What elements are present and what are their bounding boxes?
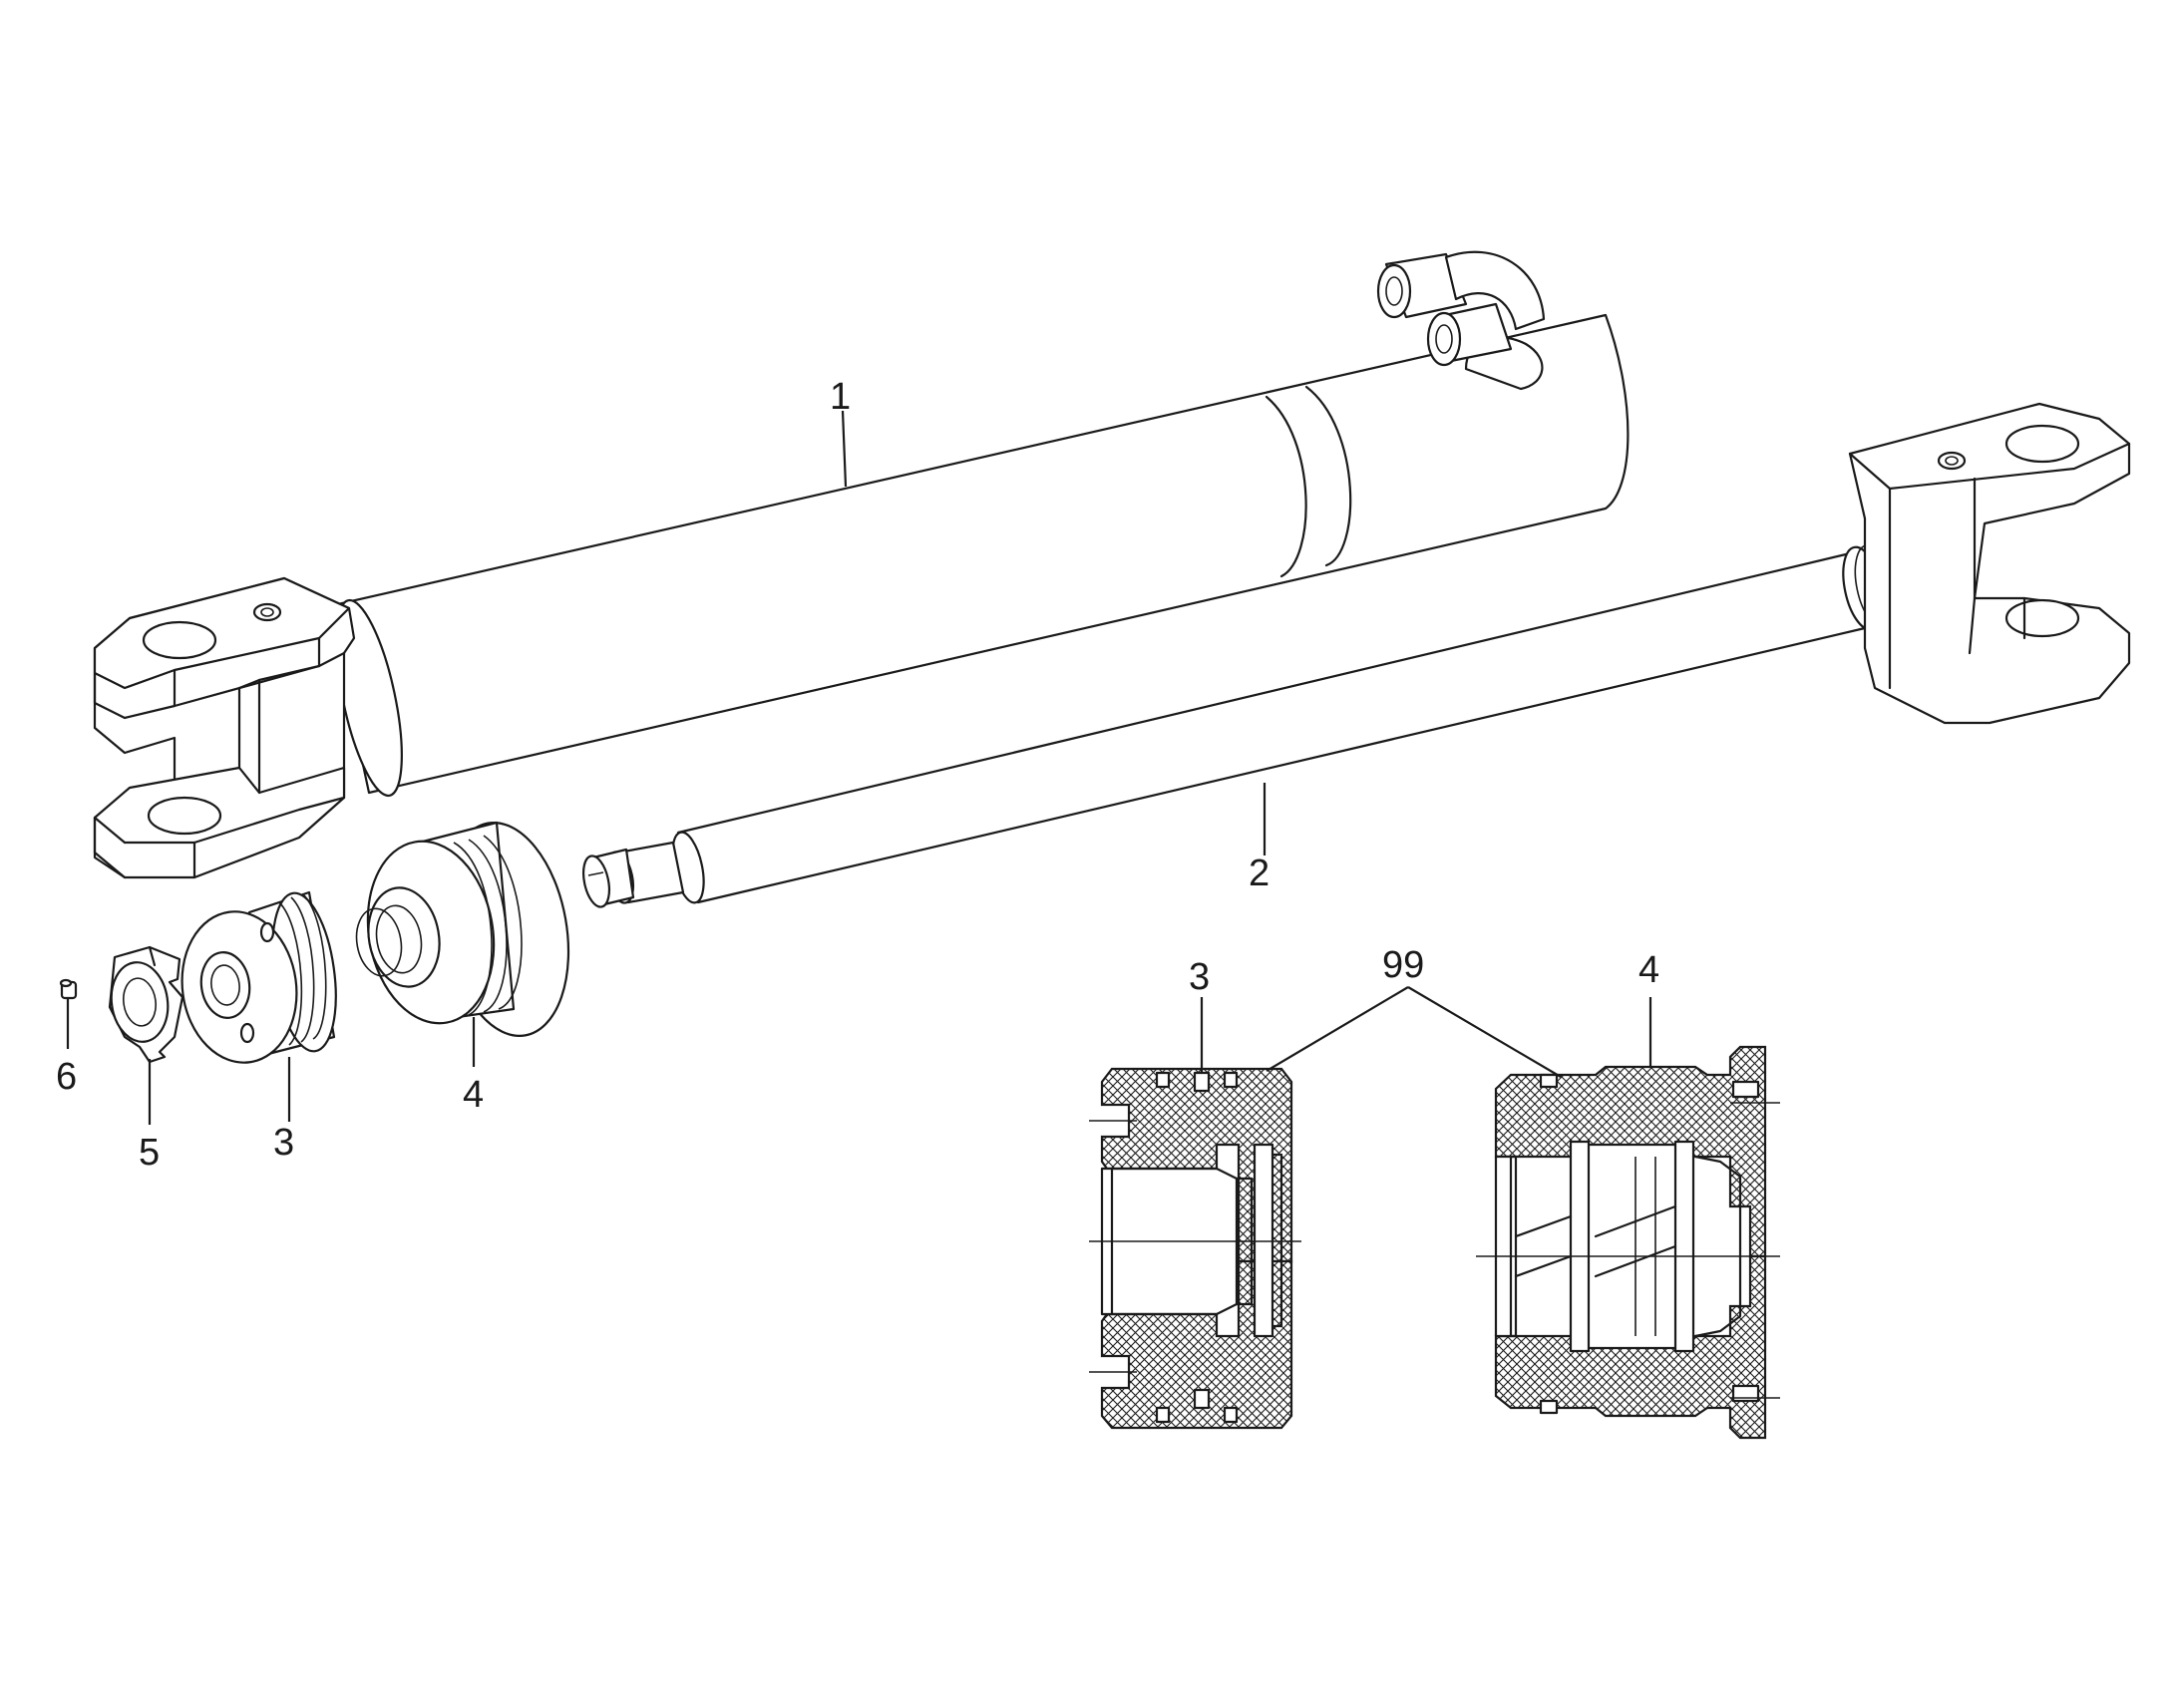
rod-clevis [1848,402,2131,725]
cylinder-barrel [93,250,1630,879]
callout-3-section: 3 [1189,956,1210,998]
callout-4-section: 4 [1638,949,1659,991]
gland-exploded [355,821,570,1037]
piston-section-view [1089,1067,1301,1430]
callout-labels: 1 2 3 4 5 6 3 99 4 [56,376,1659,1174]
piston-exploded [181,890,337,1064]
callout-2: 2 [1249,853,1270,894]
leader-lines [66,410,1652,1125]
callout-6: 6 [56,1056,77,1098]
lock-washer [108,945,184,1064]
gland-section-view [1476,1045,1780,1440]
callout-5: 5 [139,1132,160,1174]
callout-1: 1 [830,376,851,418]
piston-rod [581,402,2131,908]
callout-3-exploded: 3 [273,1122,294,1164]
callout-99: 99 [1382,944,1424,986]
port-fittings [1376,250,1546,391]
barrel-clevis [93,576,356,879]
set-screw [59,978,78,1000]
callout-4-exploded: 4 [463,1074,484,1116]
